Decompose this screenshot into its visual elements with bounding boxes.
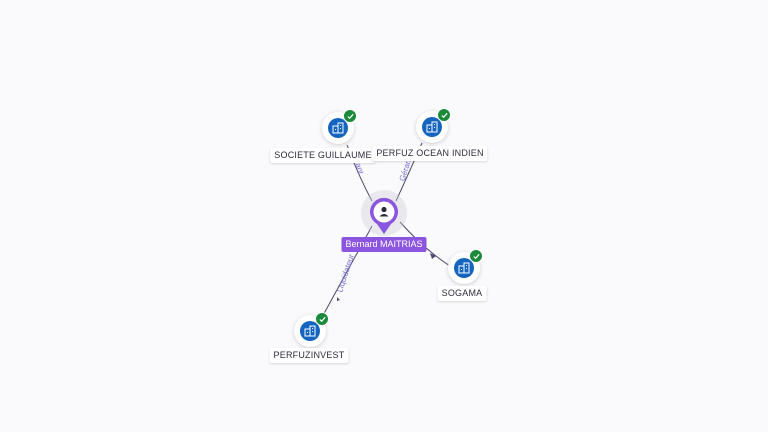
person-label[interactable]: Bernard MAITRIAS [341, 237, 427, 252]
building-icon [328, 118, 348, 138]
edge-label-perfuzinvest: Liquidateur [335, 253, 356, 294]
person-node[interactable] [368, 196, 400, 236]
check-icon [469, 249, 483, 263]
check-icon [315, 312, 329, 326]
company-label-societe-guillaume[interactable]: SOCIETE GUILLAUME [270, 148, 376, 163]
company-node-societe-guillaume[interactable] [322, 109, 357, 144]
company-label-sogama[interactable]: SOGAMA [437, 286, 487, 301]
check-icon [343, 109, 357, 123]
check-icon [437, 108, 451, 122]
edge-arrow-sogama [430, 253, 436, 259]
edge-perfuzinvest [320, 225, 373, 320]
company-label-perfuz-ocean-indien[interactable]: PERFUZ OCEAN INDIEN [372, 146, 488, 161]
building-icon [300, 321, 320, 341]
person-icon [379, 206, 389, 217]
building-icon [422, 117, 442, 137]
edge-arrow-perfuzinvest [337, 297, 340, 301]
company-node-perfuz-ocean-indien[interactable] [416, 108, 451, 143]
company-node-perfuzinvest[interactable] [294, 312, 329, 347]
building-icon [454, 258, 474, 278]
company-label-perfuzinvest[interactable]: PERFUZINVEST [269, 348, 349, 363]
company-node-sogama[interactable] [448, 249, 483, 284]
